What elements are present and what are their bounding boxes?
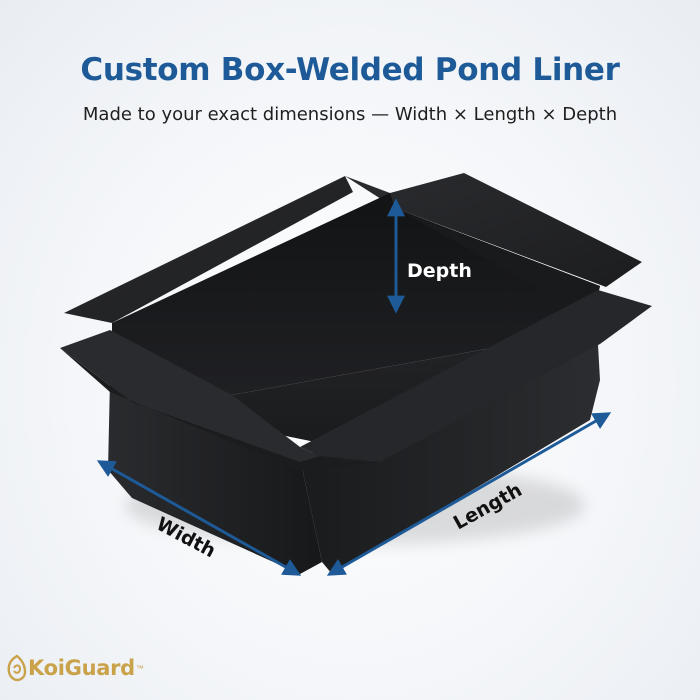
front-left-flap [60,330,320,462]
page-subtitle: Made to your exact dimensions — Width × … [82,104,618,125]
brand-name: KoiGuard [28,656,135,680]
length-arrow [326,412,612,576]
page-title: Custom Box-Welded Pond Liner [80,52,620,88]
koi-fish-logo-icon [7,654,27,682]
depth-label: Depth [407,260,472,282]
back-right-flap [345,173,642,287]
width-arrow [96,460,302,576]
back-left-flap [64,176,353,323]
brand-trademark: ™ [135,663,144,673]
